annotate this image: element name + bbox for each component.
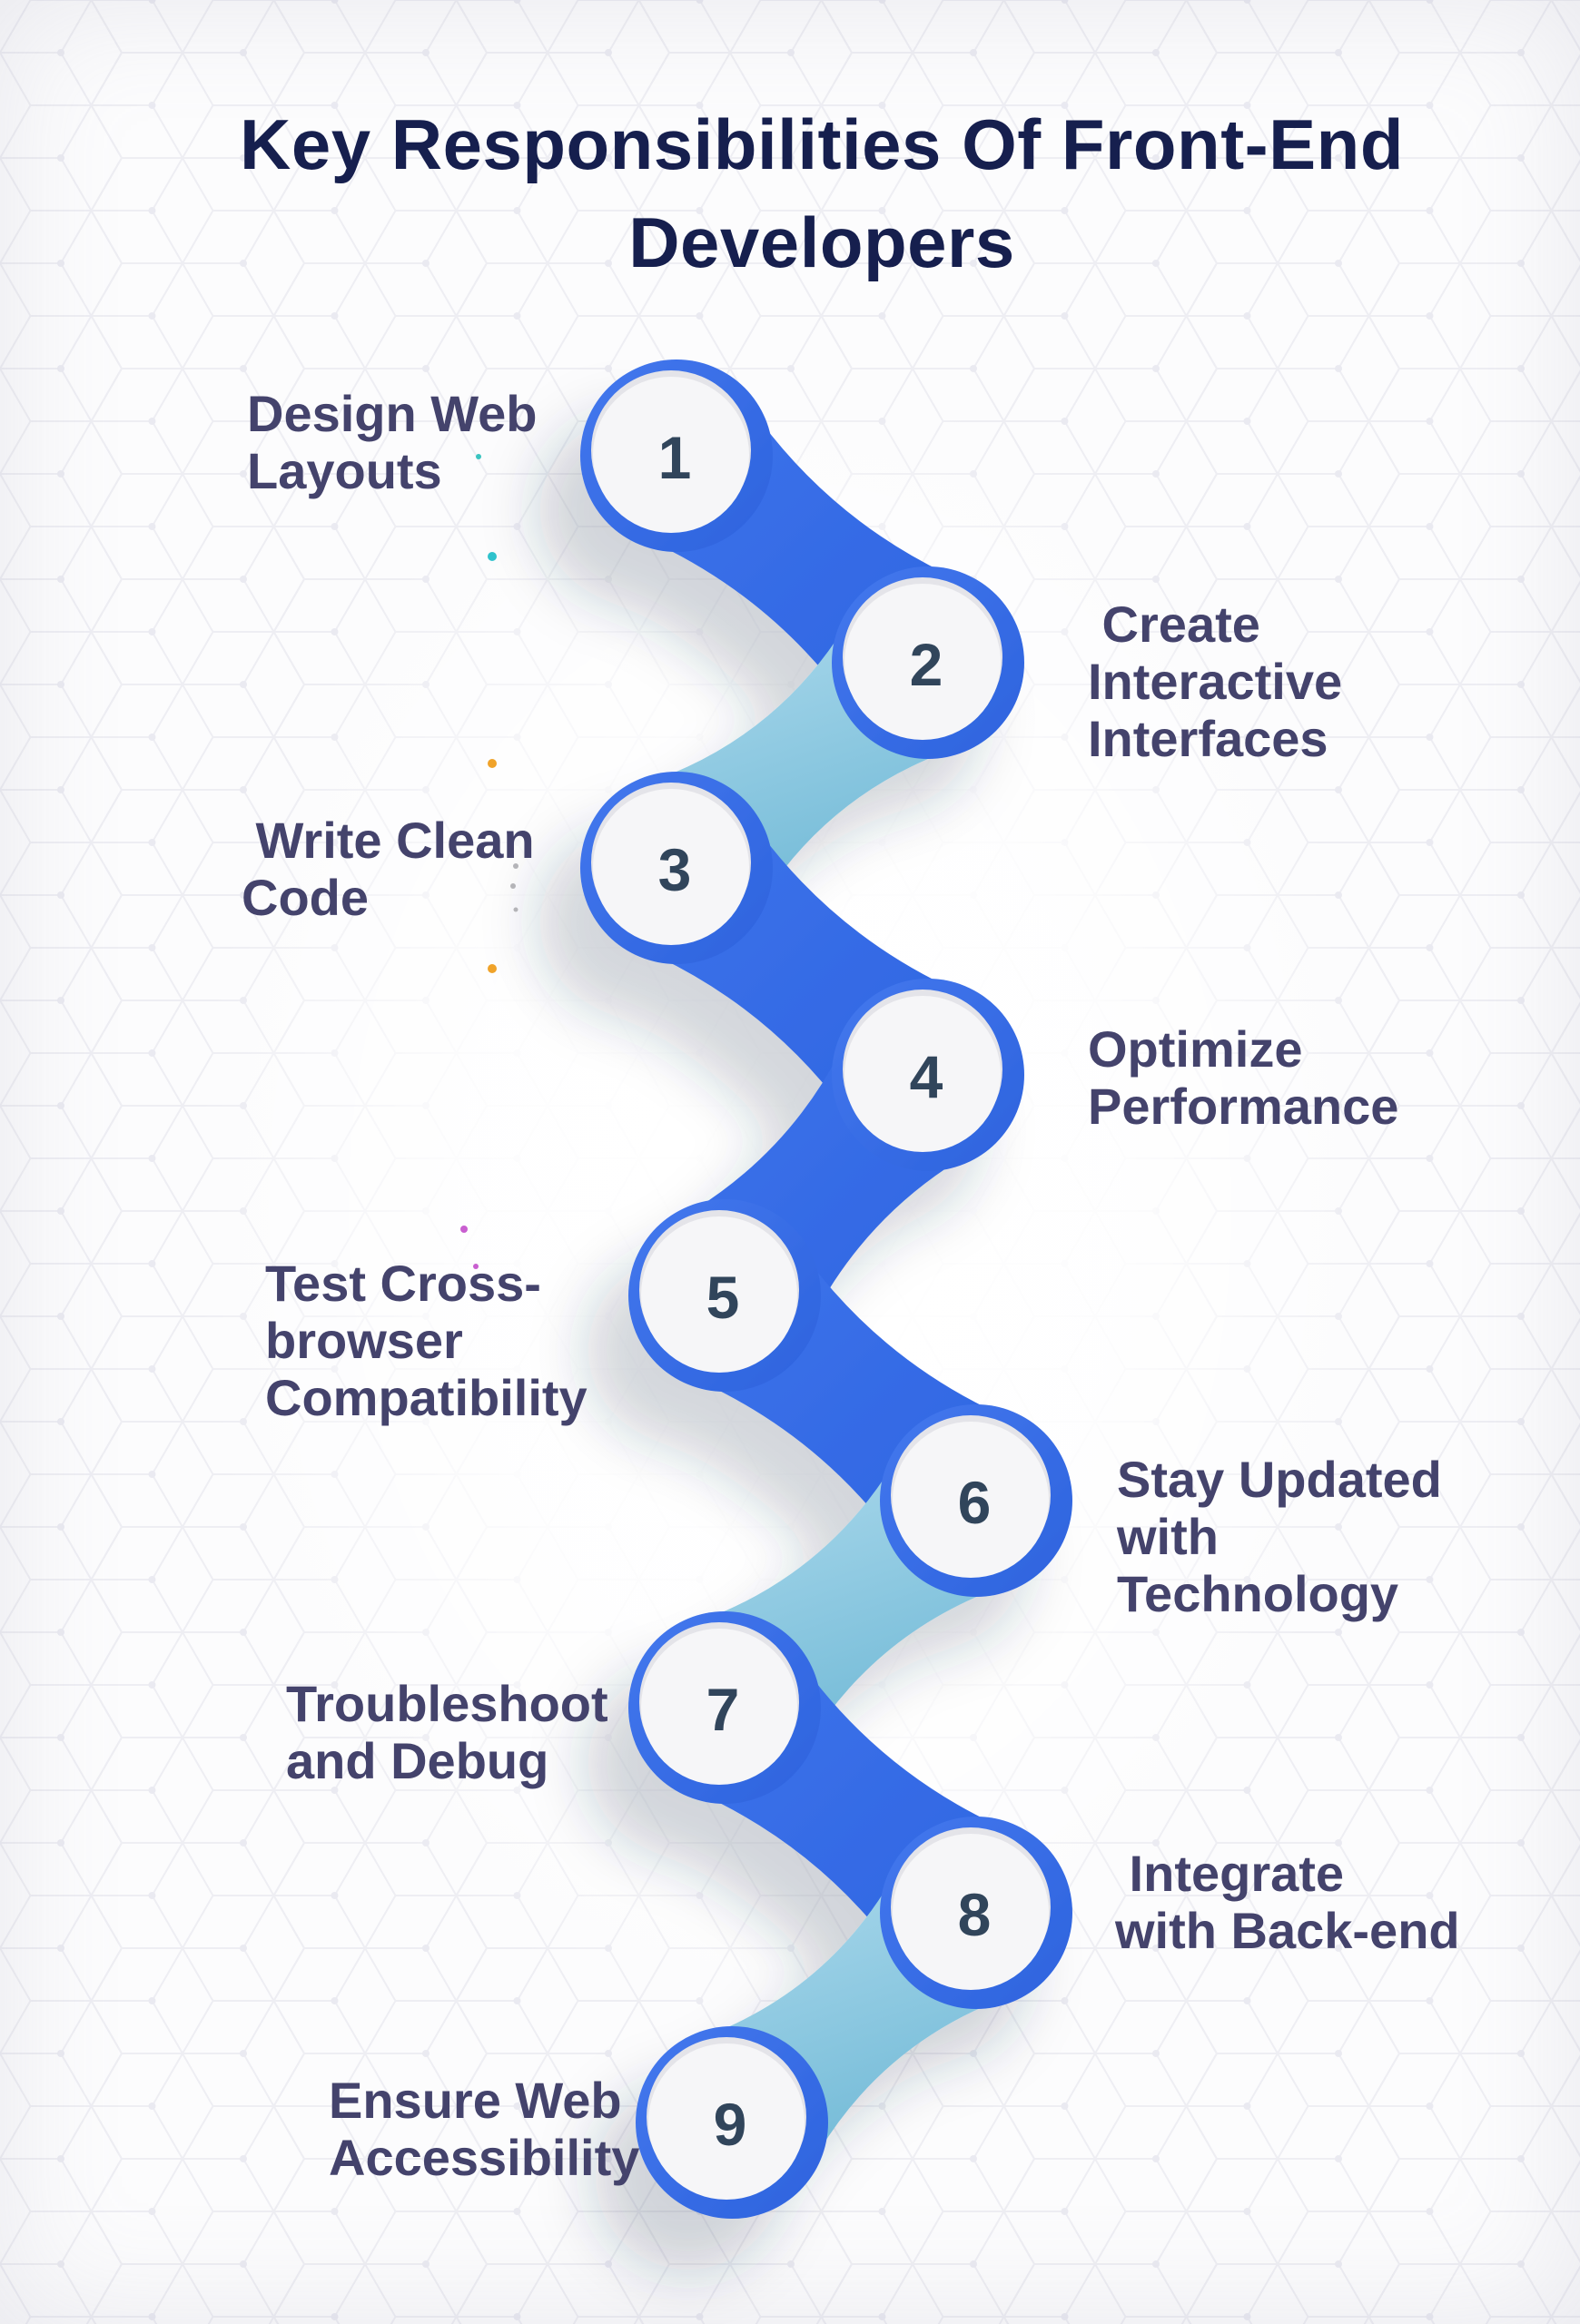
step-circle-8 bbox=[880, 1817, 1072, 2009]
step-number-9: 9 bbox=[713, 2091, 747, 2158]
step-circle-1 bbox=[580, 359, 773, 552]
stray-mark bbox=[513, 907, 518, 912]
step-number-2: 2 bbox=[909, 631, 943, 698]
accent-dot-teal bbox=[488, 552, 497, 561]
step-label-8: Integrate with Back-end bbox=[1115, 1845, 1460, 1959]
accent-dot-magenta bbox=[460, 1226, 468, 1233]
step-label-3: Write Clean Code bbox=[242, 812, 535, 926]
step-label-5: Test Cross- browser Compatibility bbox=[265, 1255, 588, 1426]
step-number-3: 3 bbox=[657, 836, 692, 903]
step-number-5: 5 bbox=[706, 1264, 740, 1331]
step-number-1: 1 bbox=[657, 424, 692, 491]
accent-dot-orange bbox=[488, 964, 497, 973]
step-circle-3 bbox=[580, 772, 773, 964]
accent-dot-teal bbox=[476, 454, 481, 459]
step-label-1: Design Web Layouts bbox=[247, 385, 538, 499]
step-number-8: 8 bbox=[957, 1881, 992, 1948]
step-number-7: 7 bbox=[706, 1676, 740, 1743]
step-label-9: Ensure Web Accessibility bbox=[329, 2072, 640, 2186]
step-label-2: Create Interactive Interfaces bbox=[1088, 596, 1343, 767]
step-number-6: 6 bbox=[957, 1469, 992, 1536]
stray-mark bbox=[513, 863, 518, 869]
accent-dot-magenta bbox=[473, 1264, 479, 1269]
step-number-4: 4 bbox=[909, 1043, 943, 1110]
step-label-6: Stay Updated with Technology bbox=[1117, 1451, 1442, 1622]
step-circle-7 bbox=[628, 1611, 821, 1804]
page-title: Key Responsibilities Of Front-End Develo… bbox=[240, 104, 1404, 282]
step-circle-2 bbox=[832, 566, 1024, 759]
accent-dot-orange bbox=[488, 759, 497, 768]
step-label-7: Troubleshoot and Debug bbox=[286, 1675, 608, 1789]
step-label-4: Optimize Performance bbox=[1088, 1020, 1399, 1135]
step-circle-6 bbox=[880, 1404, 1072, 1597]
step-circle-5 bbox=[628, 1199, 821, 1392]
stray-mark bbox=[510, 883, 516, 889]
step-circle-4 bbox=[832, 979, 1024, 1171]
step-circle-9 bbox=[636, 2026, 828, 2219]
